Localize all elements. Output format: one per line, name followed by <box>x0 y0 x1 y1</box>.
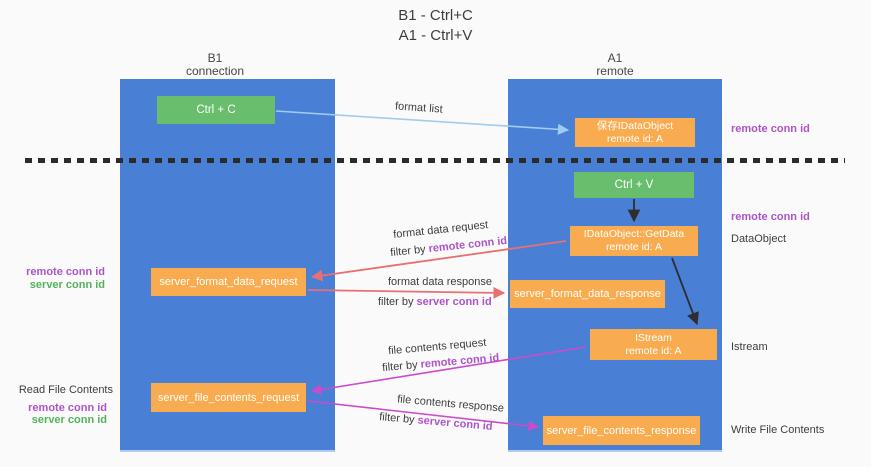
filter-by-prefix: filter by <box>389 243 430 260</box>
ctrl-v-label: Ctrl + V <box>614 179 654 191</box>
right-remote-conn-id-1: remote conn id <box>731 123 810 135</box>
istream-text: Istream <box>731 341 768 353</box>
remote-conn-id-text: remote conn id <box>26 266 105 278</box>
server-conn-id-text: server conn id <box>31 414 107 426</box>
file-contents-response-filter-label: filter by server conn id <box>379 411 493 433</box>
remote-conn-id-key: remote conn id <box>420 351 500 371</box>
server-conn-id-text: server conn id <box>29 279 105 291</box>
idataobject-getdata-box: IDataObject::GetData remote id: A <box>570 226 698 256</box>
format-data-response-arrow <box>307 286 506 299</box>
right-remote-conn-id-2: remote conn id <box>731 211 810 223</box>
right-write-file-contents-label: Write File Contents <box>731 424 824 436</box>
ctrl-c-label: Ctrl + C <box>196 104 236 116</box>
filter-by-prefix: filter by <box>378 296 417 308</box>
dataobject-text: DataObject <box>731 233 787 245</box>
server-file-contents-request-label: server_file_contents_request <box>157 391 300 404</box>
right-column-subtitle: remote <box>596 64 634 78</box>
server-format-data-request-box: server_format_data_request <box>151 268 306 296</box>
ctrl-c-box: Ctrl + C <box>157 96 275 124</box>
server-format-data-response-box: server_format_data_response <box>510 280 665 308</box>
format-list-text: format list <box>394 100 444 116</box>
ctrl-v-box: Ctrl + V <box>574 172 694 198</box>
save-idataobject-line2: remote id: A <box>606 132 663 145</box>
filter-by-prefix: filter by <box>378 411 419 427</box>
remote-conn-id-text: remote conn id <box>731 123 810 135</box>
server-file-contents-request-box: server_file_contents_request <box>151 383 306 412</box>
file-contents-response-text: file contents response <box>396 393 505 415</box>
getdata-line1: IDataObject::GetData <box>583 228 685 240</box>
phase-separator-dashed-line <box>25 158 845 163</box>
left-read-file-contents-label: Read File Contents <box>10 384 113 396</box>
istream-line2: remote id: A <box>625 344 682 357</box>
remote-conn-id-text: remote conn id <box>28 402 107 414</box>
save-idataobject-box: 保存IDataObject remote id: A <box>575 118 695 147</box>
left-server-conn-id-2: server conn id <box>12 414 107 426</box>
right-dataobject-label: DataObject <box>731 233 786 245</box>
format-data-response-label: format data response <box>388 276 492 288</box>
write-file-contents-text: Write File Contents <box>731 424 825 436</box>
remote-conn-id-key: remote conn id <box>427 234 508 256</box>
left-column-header: B1 connection <box>155 52 275 78</box>
left-column-subtitle: connection <box>185 64 245 78</box>
save-idataobject-line1: 保存IDataObject <box>596 119 674 132</box>
left-column-name: B1 <box>207 51 223 65</box>
left-remote-conn-id-2: remote conn id <box>12 402 107 414</box>
format-data-response-filter-label: filter by server conn id <box>378 296 492 308</box>
right-column-header: A1 remote <box>555 52 675 78</box>
filter-by-prefix: filter by <box>381 358 422 375</box>
server-file-contents-response-label: server_file_contents_response <box>546 424 697 437</box>
istream-box: IStream remote id: A <box>590 329 717 360</box>
title-line-2: A1 - Ctrl+V <box>398 27 473 44</box>
diagram-title: B1 - Ctrl+C A1 - Ctrl+V <box>0 6 871 46</box>
left-server-conn-id-1: server conn id <box>10 279 105 291</box>
left-remote-conn-id-1: remote conn id <box>10 266 105 278</box>
server-conn-id-key: server conn id <box>417 414 494 433</box>
title-line-1: B1 - Ctrl+C <box>398 7 473 24</box>
format-data-response-text: format data response <box>388 276 492 288</box>
right-istream-label: Istream <box>731 341 768 353</box>
getdata-line2: remote id: A <box>605 241 662 253</box>
read-file-contents-text: Read File Contents <box>18 384 113 396</box>
right-column-name: A1 <box>607 51 623 65</box>
istream-line1: IStream <box>635 331 672 344</box>
file-contents-response-label: file contents response <box>397 393 505 414</box>
remote-conn-id-text: remote conn id <box>731 211 810 223</box>
server-format-data-response-label: server_format_data_response <box>514 288 661 300</box>
format-list-label: format list <box>395 100 443 115</box>
server-conn-id-key: server conn id <box>416 296 492 308</box>
server-format-data-request-label: server_format_data_request <box>159 276 298 288</box>
server-file-contents-response-box: server_file_contents_response <box>543 416 700 445</box>
